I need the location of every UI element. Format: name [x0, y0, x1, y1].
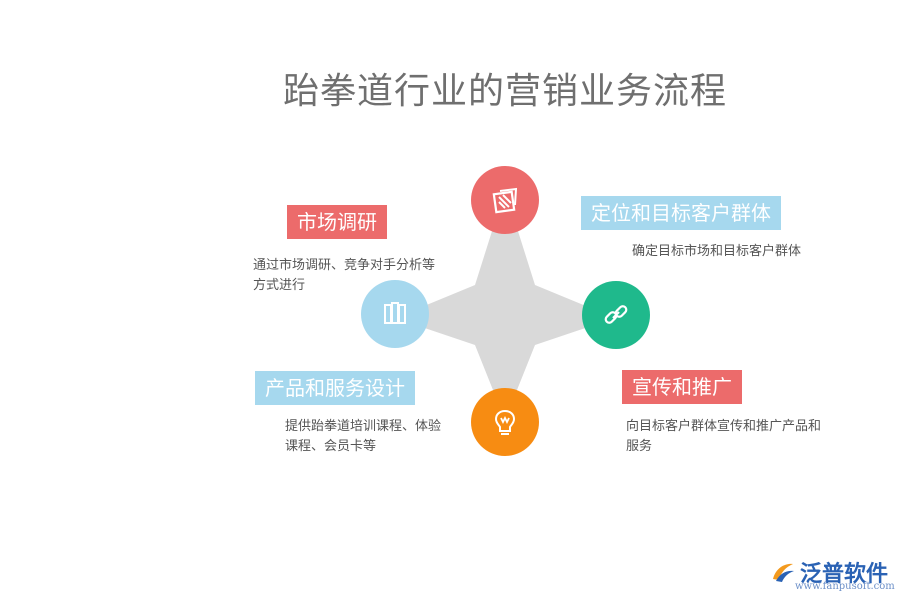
- desc-line: 确定目标市场和目标客户群体: [632, 244, 802, 259]
- brand-name: 泛普软件: [800, 562, 889, 587]
- desc-line: 通过市场调研、竞争对手分析等: [253, 258, 436, 273]
- step-label-positioning: 定位和目标客户群体: [581, 196, 781, 230]
- step-desc-product-design: 提供跆拳道培训课程、体验 课程、会员卡等: [285, 417, 441, 457]
- node-promotion: [582, 281, 650, 349]
- desc-line: 方式进行: [253, 278, 306, 293]
- link-icon: [604, 305, 628, 324]
- step-label-promotion: 宣传和推广: [622, 370, 742, 404]
- square-hatch-icon: [492, 187, 518, 214]
- brand-mark-icon: [770, 559, 796, 585]
- node-positioning: [471, 166, 539, 234]
- step-desc-promotion: 向目标客户群体宣传和推广产品和 服务: [626, 417, 821, 457]
- brand-logo: 泛普软件: [770, 556, 888, 588]
- step-desc-market-research: 通过市场调研、竞争对手分析等 方式进行: [253, 256, 435, 296]
- node-market-research: [361, 280, 429, 348]
- lightbulb-icon: [494, 409, 516, 435]
- step-label-market-research: 市场调研: [287, 205, 387, 239]
- desc-line: 课程、会员卡等: [285, 439, 377, 454]
- page-title: 跆拳道行业的营销业务流程: [282, 71, 727, 112]
- brand-url: www.fanpusoft.com: [795, 581, 895, 592]
- desc-line: 向目标客户群体宣传和推广产品和: [626, 419, 822, 434]
- desc-line: 提供跆拳道培训课程、体验: [285, 419, 442, 434]
- step-label-product-design: 产品和服务设计: [255, 371, 415, 405]
- node-product-design: [471, 388, 539, 456]
- columns-icon: [384, 302, 406, 324]
- step-desc-positioning: 确定目标市场和目标客户群体: [632, 242, 801, 262]
- desc-line: 服务: [626, 439, 653, 454]
